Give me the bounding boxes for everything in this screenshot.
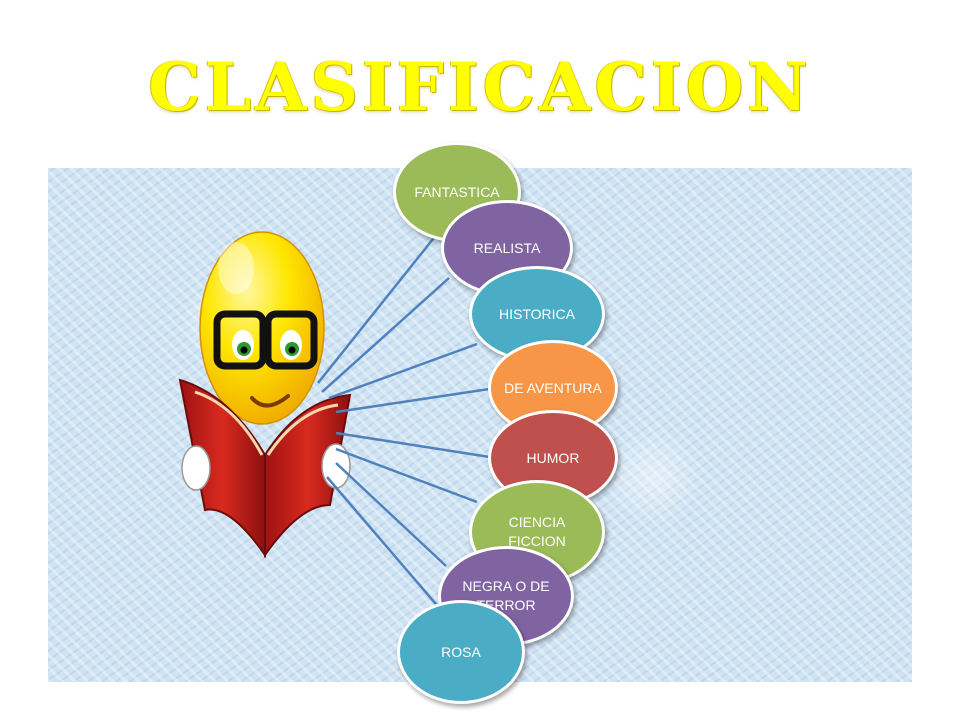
- page-title: CLASIFICACION: [148, 48, 812, 126]
- category-label: HISTORICA: [499, 305, 575, 322]
- connector-line: [328, 342, 478, 400]
- connector-line: [317, 233, 438, 384]
- category-label: FANTASTICA: [414, 183, 500, 200]
- connector-line: [321, 277, 450, 393]
- connector-line: [326, 476, 442, 611]
- category-label: ROSA: [441, 643, 481, 660]
- category-label: REALISTA: [473, 239, 541, 256]
- category-node: ROSA: [397, 600, 525, 704]
- category-label: CIENCIA FICCION: [508, 514, 566, 549]
- connector-line: [335, 447, 478, 504]
- connector-line: [335, 431, 497, 460]
- category-label: HUMOR: [526, 449, 580, 466]
- connector-line: [335, 386, 497, 414]
- connector-line: [335, 462, 447, 567]
- category-label: DE AVENTURA: [504, 379, 602, 396]
